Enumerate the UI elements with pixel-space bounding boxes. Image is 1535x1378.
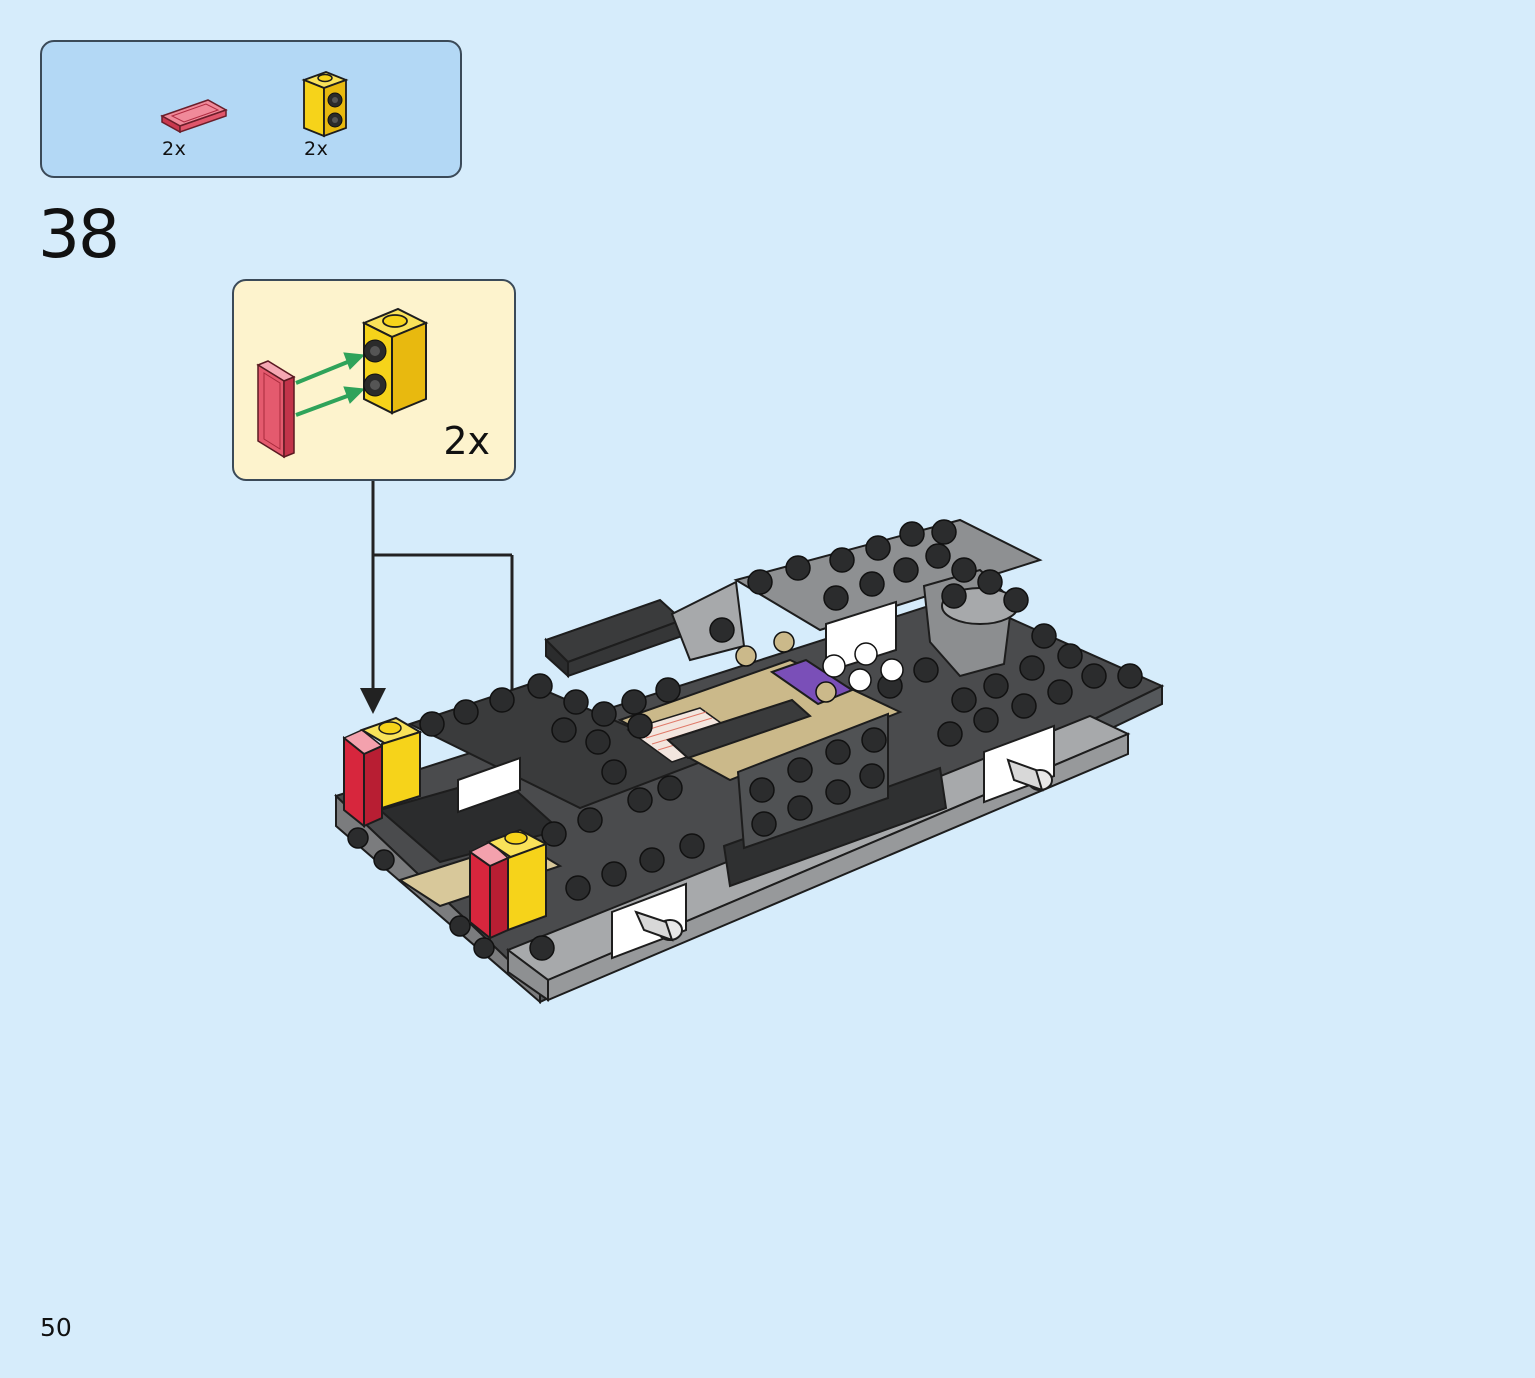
studs (347, 519, 1143, 961)
parts-list-box: 2x 2x (40, 40, 462, 178)
arrow-down-icon (360, 688, 386, 714)
sub-assembly-illustration (256, 307, 429, 459)
yellow-brick-studs-side-icon (361, 307, 429, 415)
page-number: 50 (40, 1313, 72, 1342)
trans-red-tile-icon (256, 360, 296, 459)
axle-pins (634, 758, 1053, 942)
step-number: 38 (38, 196, 120, 273)
assembly-arrows-icon (295, 352, 366, 417)
trans-red-tile-part: 2x (158, 82, 248, 202)
sub-assembly-callout: 2x (232, 279, 516, 481)
yellow-brick-part: 2x (298, 64, 388, 184)
installed-light-assembly-right (468, 828, 549, 941)
sub-assembly-qty: 2x (443, 419, 490, 463)
part-qty: 2x (162, 138, 187, 160)
part-qty: 2x (304, 138, 329, 160)
trans-red-tile-icon (160, 99, 228, 134)
yellow-brick-studs-side-icon (301, 71, 349, 138)
installed-light-assembly-left (342, 716, 423, 829)
